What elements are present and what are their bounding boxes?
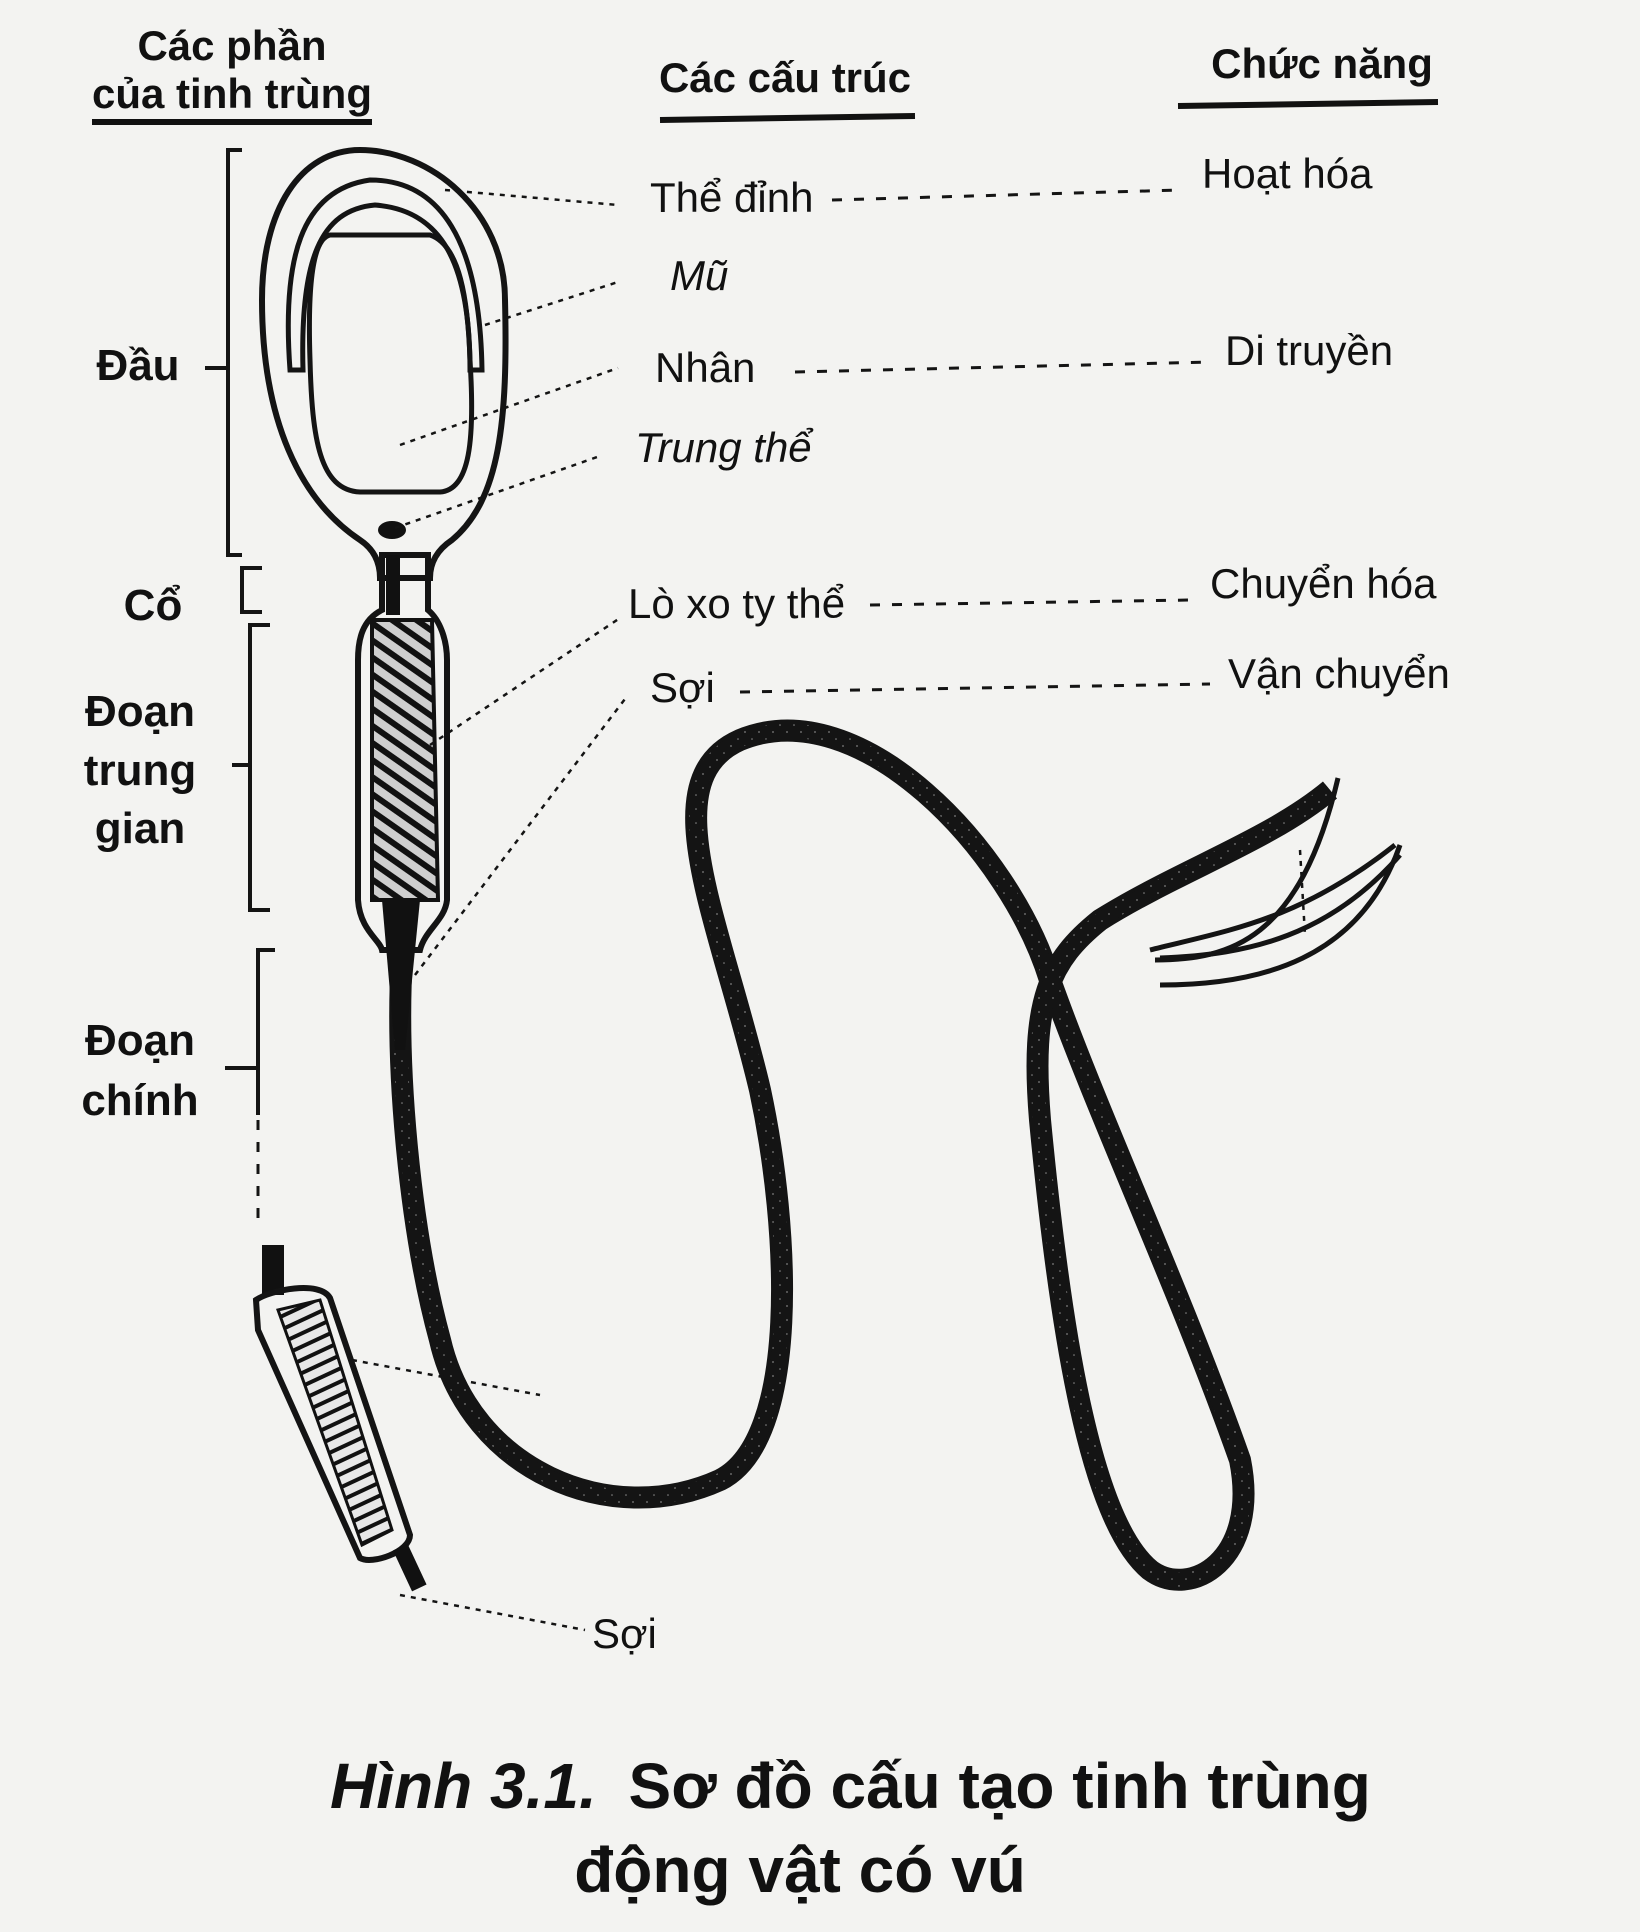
- structure-cap: Mũ: [670, 252, 728, 299]
- cross-section-end: [393, 1543, 427, 1592]
- header-functions-text: Chức năng: [1211, 40, 1433, 87]
- header-functions-underline: [1177, 99, 1439, 109]
- part-label-midpiece-line1: Đoạn: [85, 687, 195, 736]
- function-nucleus: Di truyền: [1225, 327, 1393, 374]
- tail-end-piece: [1149, 843, 1397, 953]
- connector-mito-spiral: [869, 598, 1191, 607]
- caption-line1: Hình 3.1. Sơ đồ cấu tạo tinh trùng: [330, 1750, 1371, 1822]
- acrosome-cap: [285, 177, 485, 373]
- principal-piece-cross-section: [252, 1245, 541, 1592]
- bracket-midpiece: [248, 623, 270, 912]
- function-fiber: Vận chuyển: [1228, 650, 1450, 697]
- caption-title: Sơ đồ cấu tạo tinh trùng: [629, 1750, 1371, 1822]
- header-parts: Các phần của tinh trùng: [92, 22, 372, 125]
- structure-mito-spiral: Lò xo ty thể: [628, 580, 845, 627]
- cross-section-body: [252, 1285, 414, 1563]
- leader-mito-spiral: [429, 616, 621, 747]
- mitochondrial-spiral: [370, 618, 441, 902]
- header-functions: Chức năng: [1177, 40, 1439, 109]
- structure-centriole: Trung thể: [635, 424, 814, 471]
- connector-nucleus: [794, 360, 1211, 374]
- header-parts-line1: Các phần: [137, 22, 326, 69]
- header-structures: Các cấu trúc: [659, 54, 916, 123]
- header-structures-underline: [659, 113, 916, 123]
- leader-nucleus: [399, 366, 619, 447]
- structure-fiber-bottom: Sợi: [592, 1610, 657, 1657]
- structure-fiber: Sợi: [650, 664, 715, 711]
- axial-filament: [382, 900, 420, 1050]
- leader-centriole: [394, 454, 601, 530]
- tail-inner: [392, 723, 1335, 1588]
- part-label-head: Đầu: [96, 341, 179, 390]
- nucleus: [306, 232, 475, 495]
- leader-fiber-bottom: [399, 1593, 586, 1632]
- bracket-head: [226, 148, 242, 557]
- tail-outer: [389, 719, 1338, 1591]
- leader-fiber: [414, 694, 629, 976]
- structure-acrosome: Thể đỉnh: [650, 174, 813, 221]
- part-label-midpiece: Đoạn trung gian: [84, 687, 196, 853]
- connector-fiber: [739, 682, 1211, 694]
- sperm-illustration: [252, 146, 1403, 1592]
- tail-detail-lower: [1159, 844, 1403, 988]
- leader-cap: [484, 280, 619, 327]
- function-connectors: [739, 188, 1211, 694]
- header-parts-line2: của tinh trùng: [92, 70, 372, 117]
- function-mito-spiral: Chuyển hóa: [1210, 560, 1437, 607]
- part-label-principal-line2: chính: [81, 1076, 198, 1125]
- tail-detail-dash: [1298, 849, 1307, 936]
- centriole: [378, 521, 406, 539]
- part-brackets: [205, 148, 275, 1230]
- cross-section-coil: [276, 1298, 394, 1548]
- tail-stipple: [393, 723, 1335, 1587]
- part-label-midpiece-line2: trung: [84, 746, 196, 795]
- tail-detail-upper: [1154, 777, 1341, 963]
- function-acrosome: Hoạt hóa: [1202, 150, 1373, 197]
- caption-prefix: Hình 3.1.: [330, 1750, 597, 1822]
- part-label-neck: Cổ: [124, 581, 183, 630]
- structure-leaders: [394, 188, 629, 1632]
- part-label-principal-line1: Đoạn: [85, 1016, 195, 1065]
- header-structures-text: Các cấu trúc: [659, 54, 911, 101]
- leader-acrosome: [444, 188, 619, 207]
- neck-connector: [355, 552, 450, 953]
- caption-line2: động vật có vú: [574, 1834, 1026, 1906]
- cross-section-stub: [262, 1245, 284, 1295]
- part-label-midpiece-line3: gian: [95, 804, 185, 853]
- bracket-principal: [256, 948, 275, 1115]
- bracket-neck: [240, 566, 262, 614]
- neck-fiber: [386, 555, 400, 615]
- figure-caption: Hình 3.1. Sơ đồ cấu tạo tinh trùng động …: [330, 1750, 1371, 1906]
- connector-acrosome: [831, 188, 1181, 202]
- part-label-principal: Đoạn chính: [81, 1016, 198, 1125]
- structure-nucleus: Nhân: [655, 344, 755, 391]
